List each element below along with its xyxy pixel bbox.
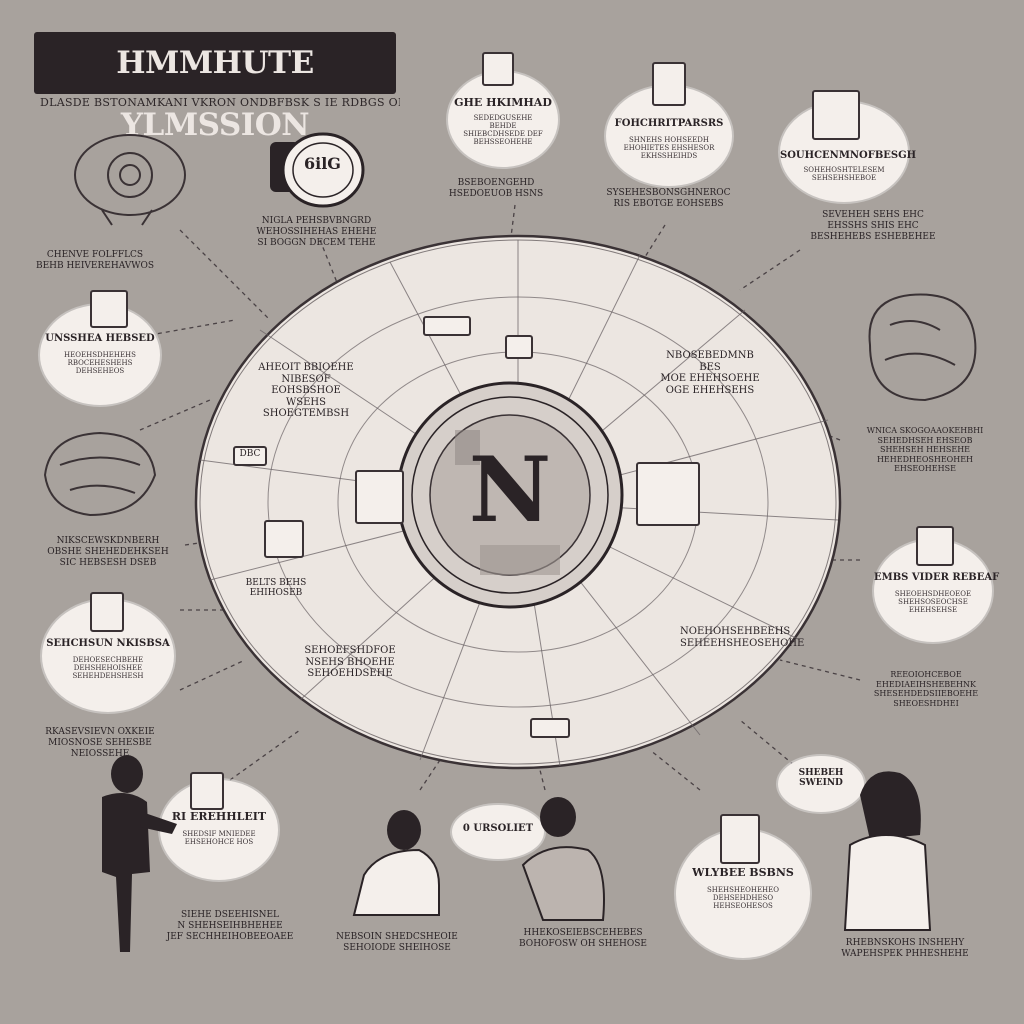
caption-left-mid: NIKSCEWSKDNBERH OBSHE SHEHEDEHKSEH SIC H… [47,536,169,568]
caption-bottom-center-left: NEBSOIN SHEDCSHEOIE SEHOIODE SHEIHOSE [336,932,458,953]
cup-icon-right [916,526,954,566]
camera-sketch-icon [74,134,186,226]
bubble-left-upper: UNSSHEA HEBSED HEOEHSDHEHEHS RBOCEHESHEH… [40,305,160,405]
caption-dial: NIGLA PEHSBVBNGRD WEHOSSIHEHAS EHEHE SI … [256,216,377,248]
bubble-top-center-left: GHE HKIMHAD SEDEDGUSEHE BEHDE SHIEBCDHSE… [448,72,558,167]
disc-label-se: NOEHOHSEHBEEHS SEHEEHSHEOSEHOHE [680,626,805,649]
page-subtitle: DLASDE BSTONAMKANI VKRON ONDBFBSK S IE R… [40,96,400,109]
caption-right-low: REEOIOHCEBOE EHEDIAEIHSHEBEHNK SHESEHDED… [873,670,979,708]
brain-sketch-icon [868,293,977,402]
disc-label-sw: SEHOEFSHDFOE NSEHS BHOEHE SEHOEHDSEHE [304,645,396,679]
disc-chair-icon [264,520,304,558]
title-banner: HMMHUTE YLMSSION [34,32,396,143]
doc-icon-top-center [482,52,514,86]
caption-top-left: CHENVE FOLFFLCS BEHB HEIVEREHAVWOS [35,250,155,271]
disc-board-icon [423,316,471,336]
doc-icon-bottom-right [720,814,760,864]
disc-label-nw: AHEOIT BBIOEHE NIBESOF EOHSBSHOE WSEHS S… [258,362,354,419]
bubble-bottom-right-small: SHEBEH SWEIND [778,756,864,812]
disc-doc-icon-1 [505,335,533,359]
caption-top-right: SEVEHEH SEHS EHC EHSSHS SHIS EHC BESHEHE… [810,210,936,242]
caption-right-mid: WNICA SKOGOAAOKEHBHI SEHEDHSEH EHSEOB SH… [866,426,984,474]
caption-bottom-left: SIEHE DSEEHISNEL N SHEHSEIHBHEHEE JEF SE… [166,910,294,942]
doc-icon-left-lower [90,592,124,632]
caption-top-center-left: BSEBOENGEHD HSEDOEUOB HSNS [448,178,544,199]
disc-doc-icon-2 [355,470,404,524]
dial-text: 6ilG [304,154,341,173]
disc-label-w: BELTS BEHS EHIHOSEB [245,578,307,599]
standing-person-figure [102,755,177,952]
doc-icon-left-upper [90,290,128,328]
disc-monitor-icon [636,462,700,526]
bubble-bottom-left: RI EREHHLEIT SHEDSIF MNIEDEE EHSEHOHCE H… [160,780,278,880]
sitting-person-left [352,810,440,916]
disc-label-ne: NBOSEBEDMNB BES MOE EHEHSOEHE OGE EHEHSE… [660,350,760,396]
lab-icon-top-right [812,90,860,140]
caption-bottom-center-right: HHEKOSEIEBSCEHEBES BOHOFOSW OH SHEHOSE [519,928,647,949]
dial-device-icon [270,132,365,208]
bubble-bottom-center: 0 URSOLIET [452,805,544,859]
page-title: HMMHUTE YLMSSION [116,45,314,143]
tower-icon-top [652,62,686,106]
sitting-person-center [521,797,605,921]
disc-card-icon [530,718,570,738]
bubble-right-middle: EMBS VIDER REBEAF SHEOEHSDHEOEOE SHEHSOS… [874,540,999,642]
caption-top-center-right: SYSEHESBONSGHNEROC RIS EBOTGE EOHSEBS [606,188,731,209]
caption-left-low: RKASEVSIEVN OXKEIE MIOSNOSE SEHESBE NEIO… [45,727,155,759]
sitting-person-right [843,771,932,931]
caption-bottom-right: RHEBNSKOHS INSHEHY WAPEHSPEK PHHESHEHE [841,938,969,959]
hub-monogram: N [468,437,552,543]
disc-tag-box: DBC [233,446,267,466]
globe-hands-icon [43,431,157,517]
doc-icon-bottom-left [190,772,224,810]
